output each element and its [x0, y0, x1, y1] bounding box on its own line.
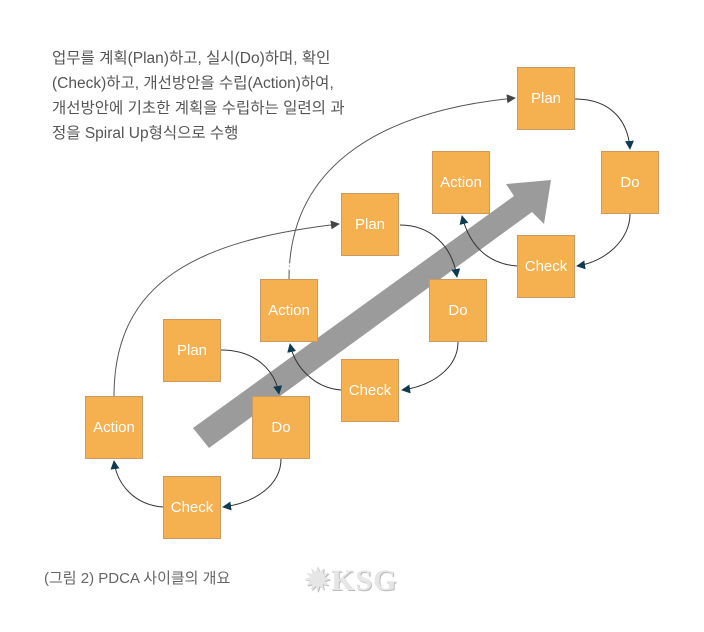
description-line: (Check)하고, 개선방안을 수립(Action)하여,: [52, 75, 334, 92]
connector-do-check: [401, 341, 459, 394]
box-plan-1: Plan: [163, 319, 221, 382]
connector-do-check: [222, 458, 282, 511]
ksg-logo: ✹KSG: [305, 563, 398, 598]
connector-plan-do: [220, 349, 283, 395]
description-line: 개선방안에 기초한 계획을 수립하는 일련의 과: [52, 100, 345, 117]
logo-emblem-icon: ✹: [305, 564, 332, 597]
box-plan-2: Plan: [341, 193, 399, 256]
box-do-3: Do: [601, 151, 659, 214]
box-action-2: Action: [260, 279, 318, 342]
connector-plan-do: [574, 98, 634, 150]
connector-do-check: [576, 213, 631, 270]
box-check-2: Check: [341, 359, 399, 422]
description-line: 정을 Spiral Up형식으로 수행: [52, 125, 239, 142]
connector-check-action: [459, 215, 518, 267]
description-text: 업무를 계획(Plan)하고, 실시(Do)하며, 확인 (Check)하고, …: [52, 46, 412, 146]
connector-plan-do: [399, 224, 461, 278]
connector-action-plan: [113, 220, 340, 397]
connector-check-action: [287, 343, 342, 391]
box-do-1: Do: [252, 396, 310, 459]
box-check-1: Check: [163, 476, 221, 539]
connector-action-plan: [288, 94, 516, 280]
spiral-up-arrow: [193, 180, 551, 448]
figure-caption: (그림 2) PDCA 사이클의 개요: [44, 570, 231, 587]
connector-check-action: [110, 460, 164, 508]
box-action-1: Action: [85, 396, 143, 459]
box-action-3: Action: [432, 151, 490, 214]
description-line: 업무를 계획(Plan)하고, 실시(Do)하며, 확인: [52, 50, 331, 67]
logo-text: KSG: [331, 564, 398, 597]
box-plan-3: Plan: [517, 67, 575, 130]
box-check-3: Check: [517, 235, 575, 298]
box-do-2: Do: [429, 279, 487, 342]
